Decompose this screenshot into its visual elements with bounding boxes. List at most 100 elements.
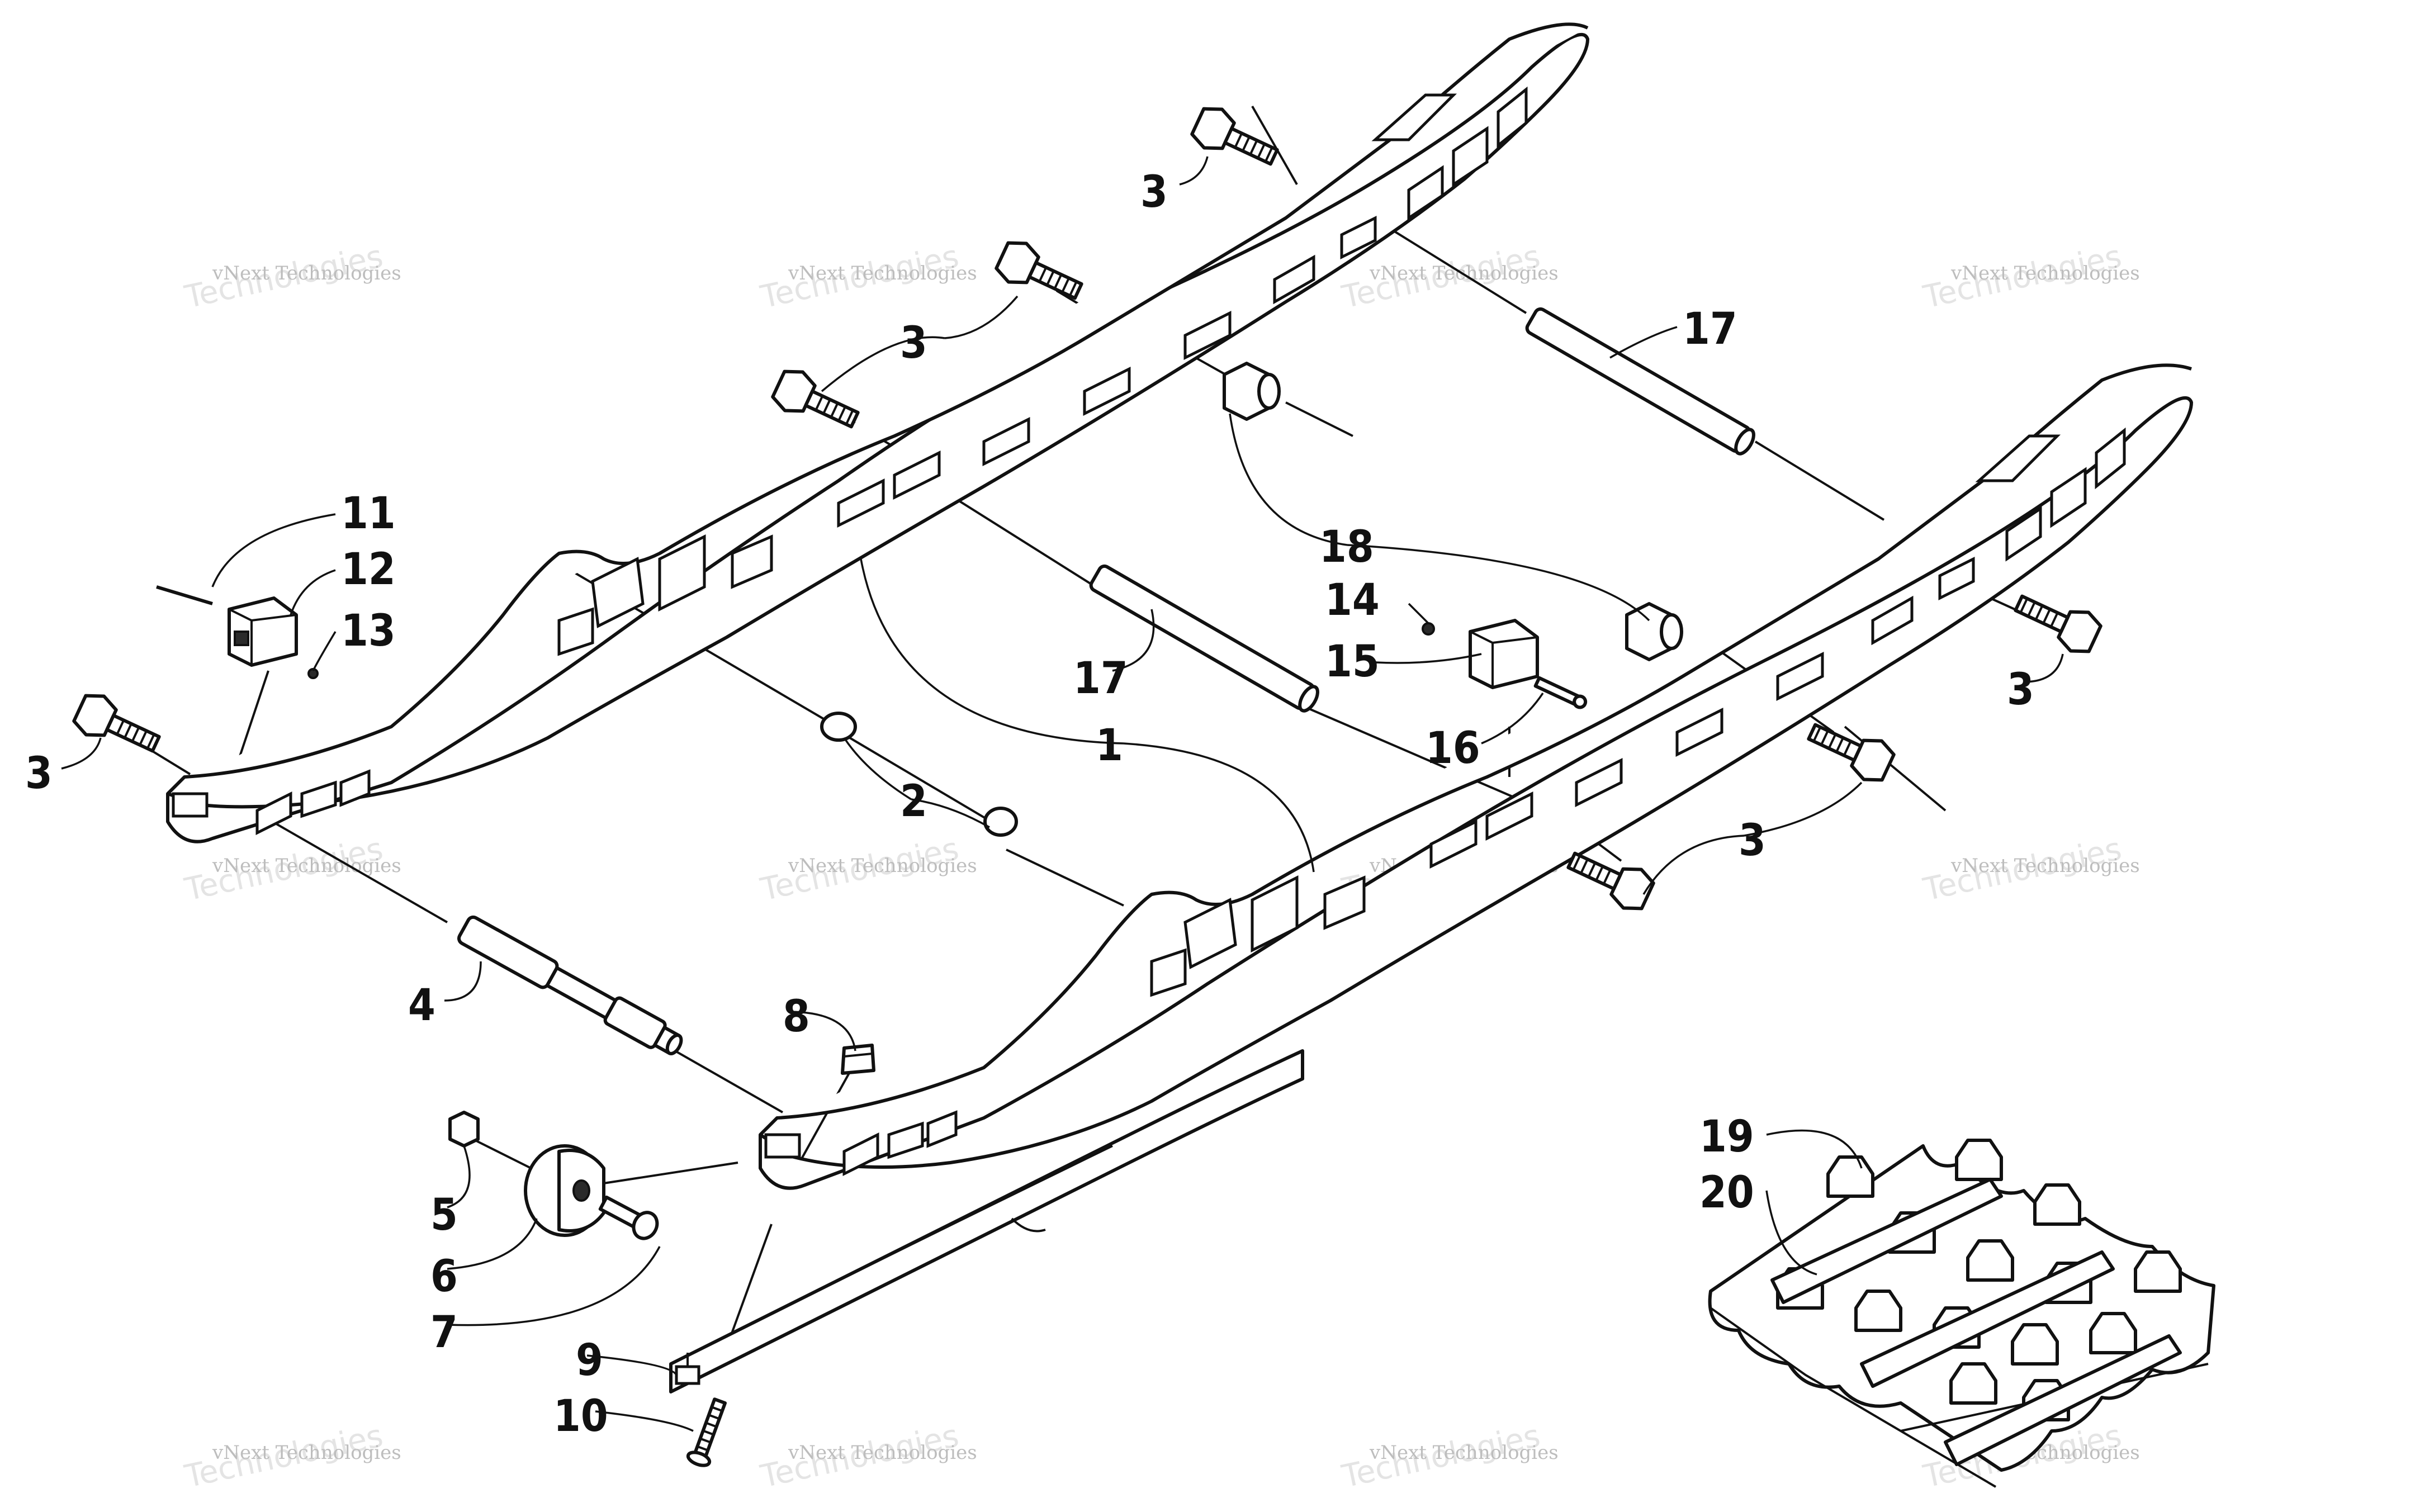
leader — [1765, 1190, 1817, 1276]
nut-5 — [448, 1111, 480, 1148]
rail-slot — [2095, 427, 2126, 490]
rail-slot — [2050, 467, 2087, 528]
assembly-line — [944, 491, 1097, 588]
callout-3: 3 — [25, 748, 53, 799]
callout-1: 1 — [1096, 721, 1123, 771]
rail-left — [166, 22, 1589, 843]
rail-slot — [1183, 898, 1237, 969]
screw-16 — [1533, 676, 1588, 709]
watermark: Technologies vNext Technologies — [1920, 831, 2140, 908]
bolt-icon — [1190, 107, 1279, 166]
bolt-icon — [1807, 723, 1896, 782]
callout-10: 10 — [553, 1391, 608, 1442]
leader-lines — [61, 156, 2064, 1432]
rail-slot — [1183, 310, 1232, 361]
callout-5: 5 — [430, 1190, 458, 1240]
watermark-front: vNext Technologies — [212, 262, 401, 285]
leader — [843, 737, 912, 800]
rail-slot — [926, 1110, 958, 1148]
assembly-line — [1251, 106, 1298, 185]
rail-slot — [1340, 215, 1377, 260]
callout-3: 3 — [2007, 665, 2034, 715]
callout-9: 9 — [576, 1335, 603, 1386]
leader — [447, 1145, 471, 1208]
rail-slot — [255, 791, 292, 836]
assembly-line — [1006, 849, 1124, 907]
assembly-line — [475, 1139, 532, 1169]
assembly-line — [1385, 225, 1527, 314]
watermark: Technologies vNext Technologies — [757, 1418, 977, 1495]
rail-slot — [2005, 506, 2042, 562]
callout-19: 19 — [1699, 1112, 1754, 1162]
callout-15: 15 — [1325, 637, 1380, 687]
leader — [860, 558, 1124, 745]
leader — [290, 569, 336, 615]
bolt-icon — [771, 369, 860, 429]
rail-slot — [1371, 93, 1457, 141]
assembly-line — [665, 1044, 783, 1113]
assembly-line — [849, 737, 1002, 828]
rail-left-outline — [166, 32, 1589, 843]
rail-right-end-slot — [764, 1133, 801, 1159]
rail-slot — [893, 450, 941, 500]
callout-7: 7 — [430, 1307, 458, 1358]
rail-slot — [842, 1132, 879, 1177]
rail-slot — [731, 534, 773, 589]
track-19 — [1708, 1139, 2215, 1488]
watermark: Technologies vNext Technologies — [1338, 1418, 1558, 1495]
callout-11: 11 — [341, 489, 396, 539]
pin-11 — [156, 585, 213, 605]
leader — [211, 513, 336, 587]
spacer-18-upper — [1223, 362, 1281, 421]
assembly-line — [1285, 698, 1532, 806]
rail-slot — [1497, 86, 1528, 149]
bolt-icon — [72, 694, 161, 753]
watermark-front: vNext Technologies — [788, 262, 977, 285]
callout-12: 12 — [341, 544, 396, 595]
callout-labels: 1 2 3 3 3 3 3 4 5 6 7 8 9 10 11 12 13 14… — [25, 167, 2034, 1442]
rail-slot — [1273, 254, 1315, 305]
callout-4: 4 — [408, 980, 435, 1031]
leader — [911, 798, 990, 828]
callout-8: 8 — [783, 992, 810, 1042]
callout-3: 3 — [1739, 816, 1766, 866]
watermark: Technologies vNext Technologies — [757, 831, 977, 908]
leader — [61, 737, 102, 770]
rail-slot — [1675, 707, 1723, 757]
rail-slot — [300, 780, 337, 818]
leader — [586, 1354, 678, 1376]
bolt-icon — [1566, 851, 1655, 911]
assembly-line — [726, 1224, 773, 1348]
leader — [1642, 835, 1745, 895]
assembly-line — [1754, 440, 1885, 521]
callout-6: 6 — [430, 1252, 458, 1302]
callout-14: 14 — [1325, 575, 1380, 625]
watermark-front: vNext Technologies — [1950, 262, 2140, 285]
assembly-line — [592, 1162, 738, 1186]
rail-slot — [1083, 366, 1131, 416]
rail-slot — [1871, 595, 1914, 646]
callout-17: 17 — [1683, 304, 1737, 354]
leader — [1766, 1129, 1863, 1169]
leader — [447, 1218, 538, 1270]
rail-slot — [1251, 875, 1299, 953]
screw-10 — [686, 1397, 727, 1467]
watermark: Technologies vNext Technologies — [757, 238, 977, 316]
leader — [1229, 413, 1348, 546]
rail-left-cutouts — [255, 86, 1528, 836]
leader — [1375, 653, 1482, 664]
clip-14 — [1422, 622, 1435, 636]
rail-slot — [1938, 556, 1975, 601]
watermark: Technologies vNext Technologies — [1920, 238, 2140, 316]
watermark-front: vNext Technologies — [1950, 855, 2140, 877]
rail-slot — [658, 534, 706, 612]
leader — [1347, 544, 1650, 622]
callout-18: 18 — [1319, 522, 1374, 572]
bumper-block-15 — [1469, 619, 1539, 689]
bolt-7 — [598, 1195, 659, 1240]
rail-slot — [1429, 819, 1478, 869]
rail-slot — [1485, 791, 1533, 841]
assembly-line — [1285, 401, 1353, 437]
callout-3: 3 — [900, 318, 927, 368]
rail-slot — [837, 478, 885, 528]
